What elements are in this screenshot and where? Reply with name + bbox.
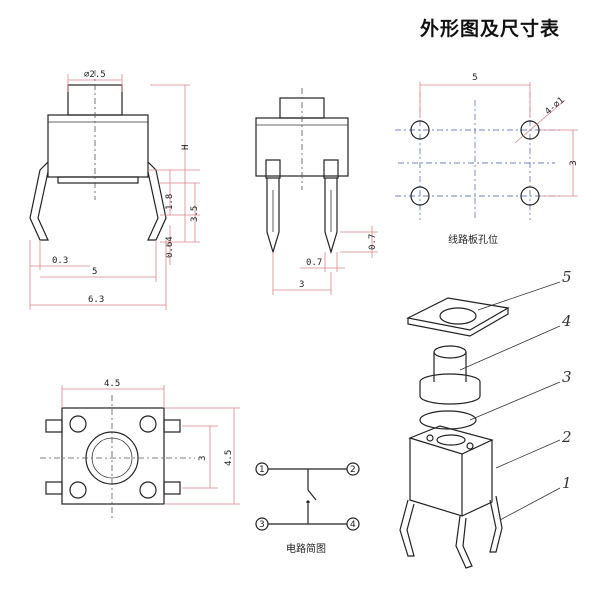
circuit-pin-label: 1: [259, 465, 265, 475]
circuit-pin: [346, 517, 360, 531]
circuit-pin-label: 2: [350, 465, 356, 475]
top-view: 4.5 3 4.5: [40, 379, 240, 520]
top-pin: [45, 481, 63, 495]
front-right-leg: [147, 161, 167, 241]
front-dim-3-5: 3.5: [190, 206, 200, 222]
top-dim-3: 3: [198, 456, 208, 461]
pcb-dim-3: 3: [569, 160, 579, 166]
callout-number: 5: [562, 268, 572, 286]
front-body: [47, 114, 149, 178]
part-cover-plate: [406, 297, 510, 331]
callout-number: 3: [562, 368, 572, 386]
pcb-hole-pattern: 5 4-⌀1 3 线路板孔位: [395, 73, 579, 246]
circuit-diagram: 1 2 3 4 电路简图: [255, 462, 360, 555]
circuit-pin-label: 4: [350, 520, 356, 530]
side-view: 0.7 0.7 3: [255, 88, 378, 295]
front-dim-5: 5: [92, 267, 97, 277]
top-body: [61, 407, 165, 505]
pcb-caption: 线路板孔位: [448, 233, 498, 246]
callout-number: 2: [561, 428, 572, 446]
circuit-pin: [346, 462, 360, 476]
top-pin: [45, 419, 63, 433]
pcb-hole: [520, 186, 540, 206]
circuit-caption: 电路简图: [286, 542, 326, 555]
circuit-pin-label: 3: [259, 520, 265, 530]
page-title: 外形图及尺寸表: [419, 18, 560, 40]
part-base-top: [408, 425, 494, 455]
front-dim-6-3: 6.3: [88, 295, 104, 305]
side-dim-0-7-horizontal: 0.7: [306, 258, 322, 268]
front-dim-0-3: 0.3: [52, 256, 68, 266]
pcb-dim-5: 5: [472, 73, 478, 83]
front-base-step: [57, 176, 139, 184]
pcb-hole-note: 4-⌀1: [544, 96, 567, 118]
top-dim-4-5-height: 4.5: [224, 450, 234, 466]
side-dim-0-7-vertical: 0.7: [368, 234, 378, 250]
front-h-label: H: [181, 145, 191, 150]
part-terminal-leg: [399, 499, 415, 557]
callout-number: 4: [561, 312, 572, 330]
side-dim-3: 3: [299, 280, 304, 290]
side-right-pin: [324, 178, 338, 255]
exploded-assembly-view: 5 4 3 2 1: [399, 268, 572, 569]
part-terminal-leg: [455, 515, 473, 569]
front-dia-label: ⌀2.5: [84, 70, 106, 80]
front-dim-0-64: 0.64: [165, 236, 175, 258]
callout-number: 1: [562, 474, 572, 492]
front-view: ⌀2.5 H 1.8 3.5 0.64 0.3 5 6.3: [29, 70, 200, 310]
part-metal-dome: [419, 410, 477, 430]
front-left-leg: [29, 161, 49, 241]
pcb-hole: [520, 120, 540, 140]
top-pin: [163, 419, 181, 433]
pcb-hole: [410, 186, 430, 206]
top-pin: [163, 481, 181, 495]
front-dim-1-8: 1.8: [165, 194, 175, 210]
part-plunger: [419, 373, 481, 405]
pcb-hole: [410, 120, 430, 140]
circuit-pin: [255, 462, 269, 476]
top-dim-4-5-width: 4.5: [104, 379, 120, 389]
part-terminal-leg: [489, 495, 503, 553]
circuit-pin: [255, 517, 269, 531]
